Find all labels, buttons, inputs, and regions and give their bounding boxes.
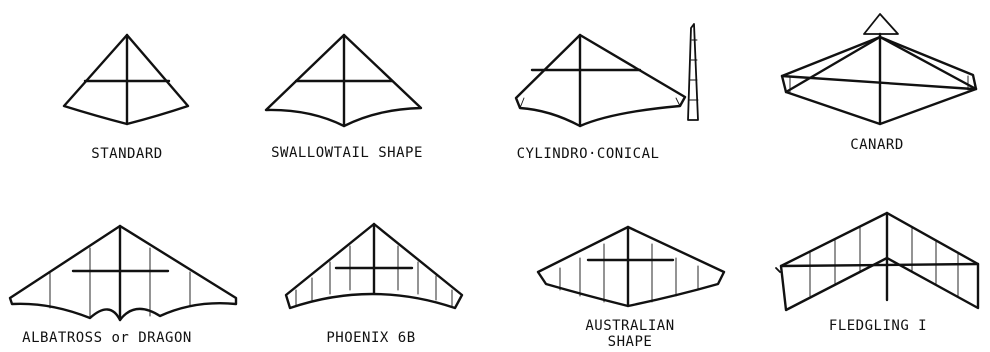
swallowtail-label: SWALLOWTAIL SHAPE: [271, 145, 423, 161]
standard-glider-drawing: [62, 33, 190, 126]
cylindro-conical-glider-drawing: [514, 33, 687, 128]
albatross-glider-drawing: [8, 224, 238, 322]
phoenix-label: PHOENIX 6B: [326, 330, 416, 346]
albatross-label: ALBATROSS or DRAGON: [22, 330, 192, 346]
phoenix-glider-drawing: [284, 222, 464, 310]
canard-glider-drawing: [780, 13, 978, 126]
canard-label: CANARD: [850, 137, 904, 153]
fledgling-label: FLEDGLING I: [828, 318, 928, 334]
australian-glider-drawing: [536, 225, 726, 308]
cylindro-conical-label: CYLINDRO·CONICAL: [516, 146, 660, 162]
swallowtail-glider-drawing: [264, 33, 423, 128]
keel-profile-drawing: [687, 23, 699, 121]
australian-label-line1: AUSTRALIAN: [585, 318, 675, 334]
fledgling-glider-drawing: [775, 211, 980, 312]
standard-label: STANDARD: [91, 146, 163, 162]
australian-label-line2: SHAPE: [607, 334, 653, 350]
